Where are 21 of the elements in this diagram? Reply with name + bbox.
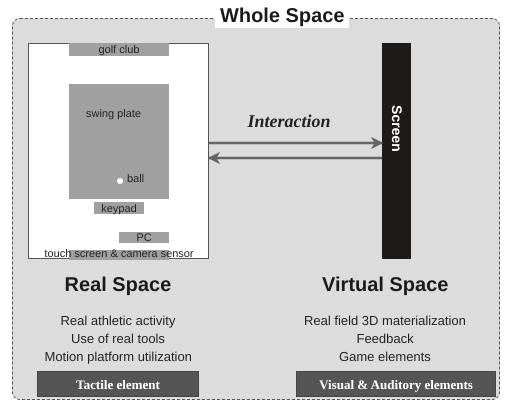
arrow xyxy=(208,152,382,164)
feature-text: Game elements xyxy=(339,349,431,364)
region-title: Whole Space xyxy=(215,5,350,28)
swing-plate xyxy=(69,84,169,199)
arrow xyxy=(209,136,384,150)
part-label: ball xyxy=(127,173,144,185)
part-bar: keypad xyxy=(94,202,144,214)
section-heading: Virtual Space xyxy=(322,274,448,297)
feature-text: Real athletic activity xyxy=(60,313,176,328)
feature-text: Real field 3D materialization xyxy=(304,313,466,328)
part-label: swing plate xyxy=(86,108,142,120)
feature-text: Use of real tools xyxy=(71,331,165,346)
section-heading: Real Space xyxy=(64,274,172,297)
screen-bar: Screen xyxy=(382,43,411,259)
feature-text: Feedback xyxy=(356,331,414,346)
element-box: Visual & Auditory elements xyxy=(296,371,496,397)
part-bar: PC xyxy=(119,232,169,243)
part-bar: golf club xyxy=(69,43,169,56)
feature-text: Motion platform utilization xyxy=(44,349,192,364)
drawing-panel xyxy=(28,43,209,259)
element-box: Tactile element xyxy=(37,371,199,397)
